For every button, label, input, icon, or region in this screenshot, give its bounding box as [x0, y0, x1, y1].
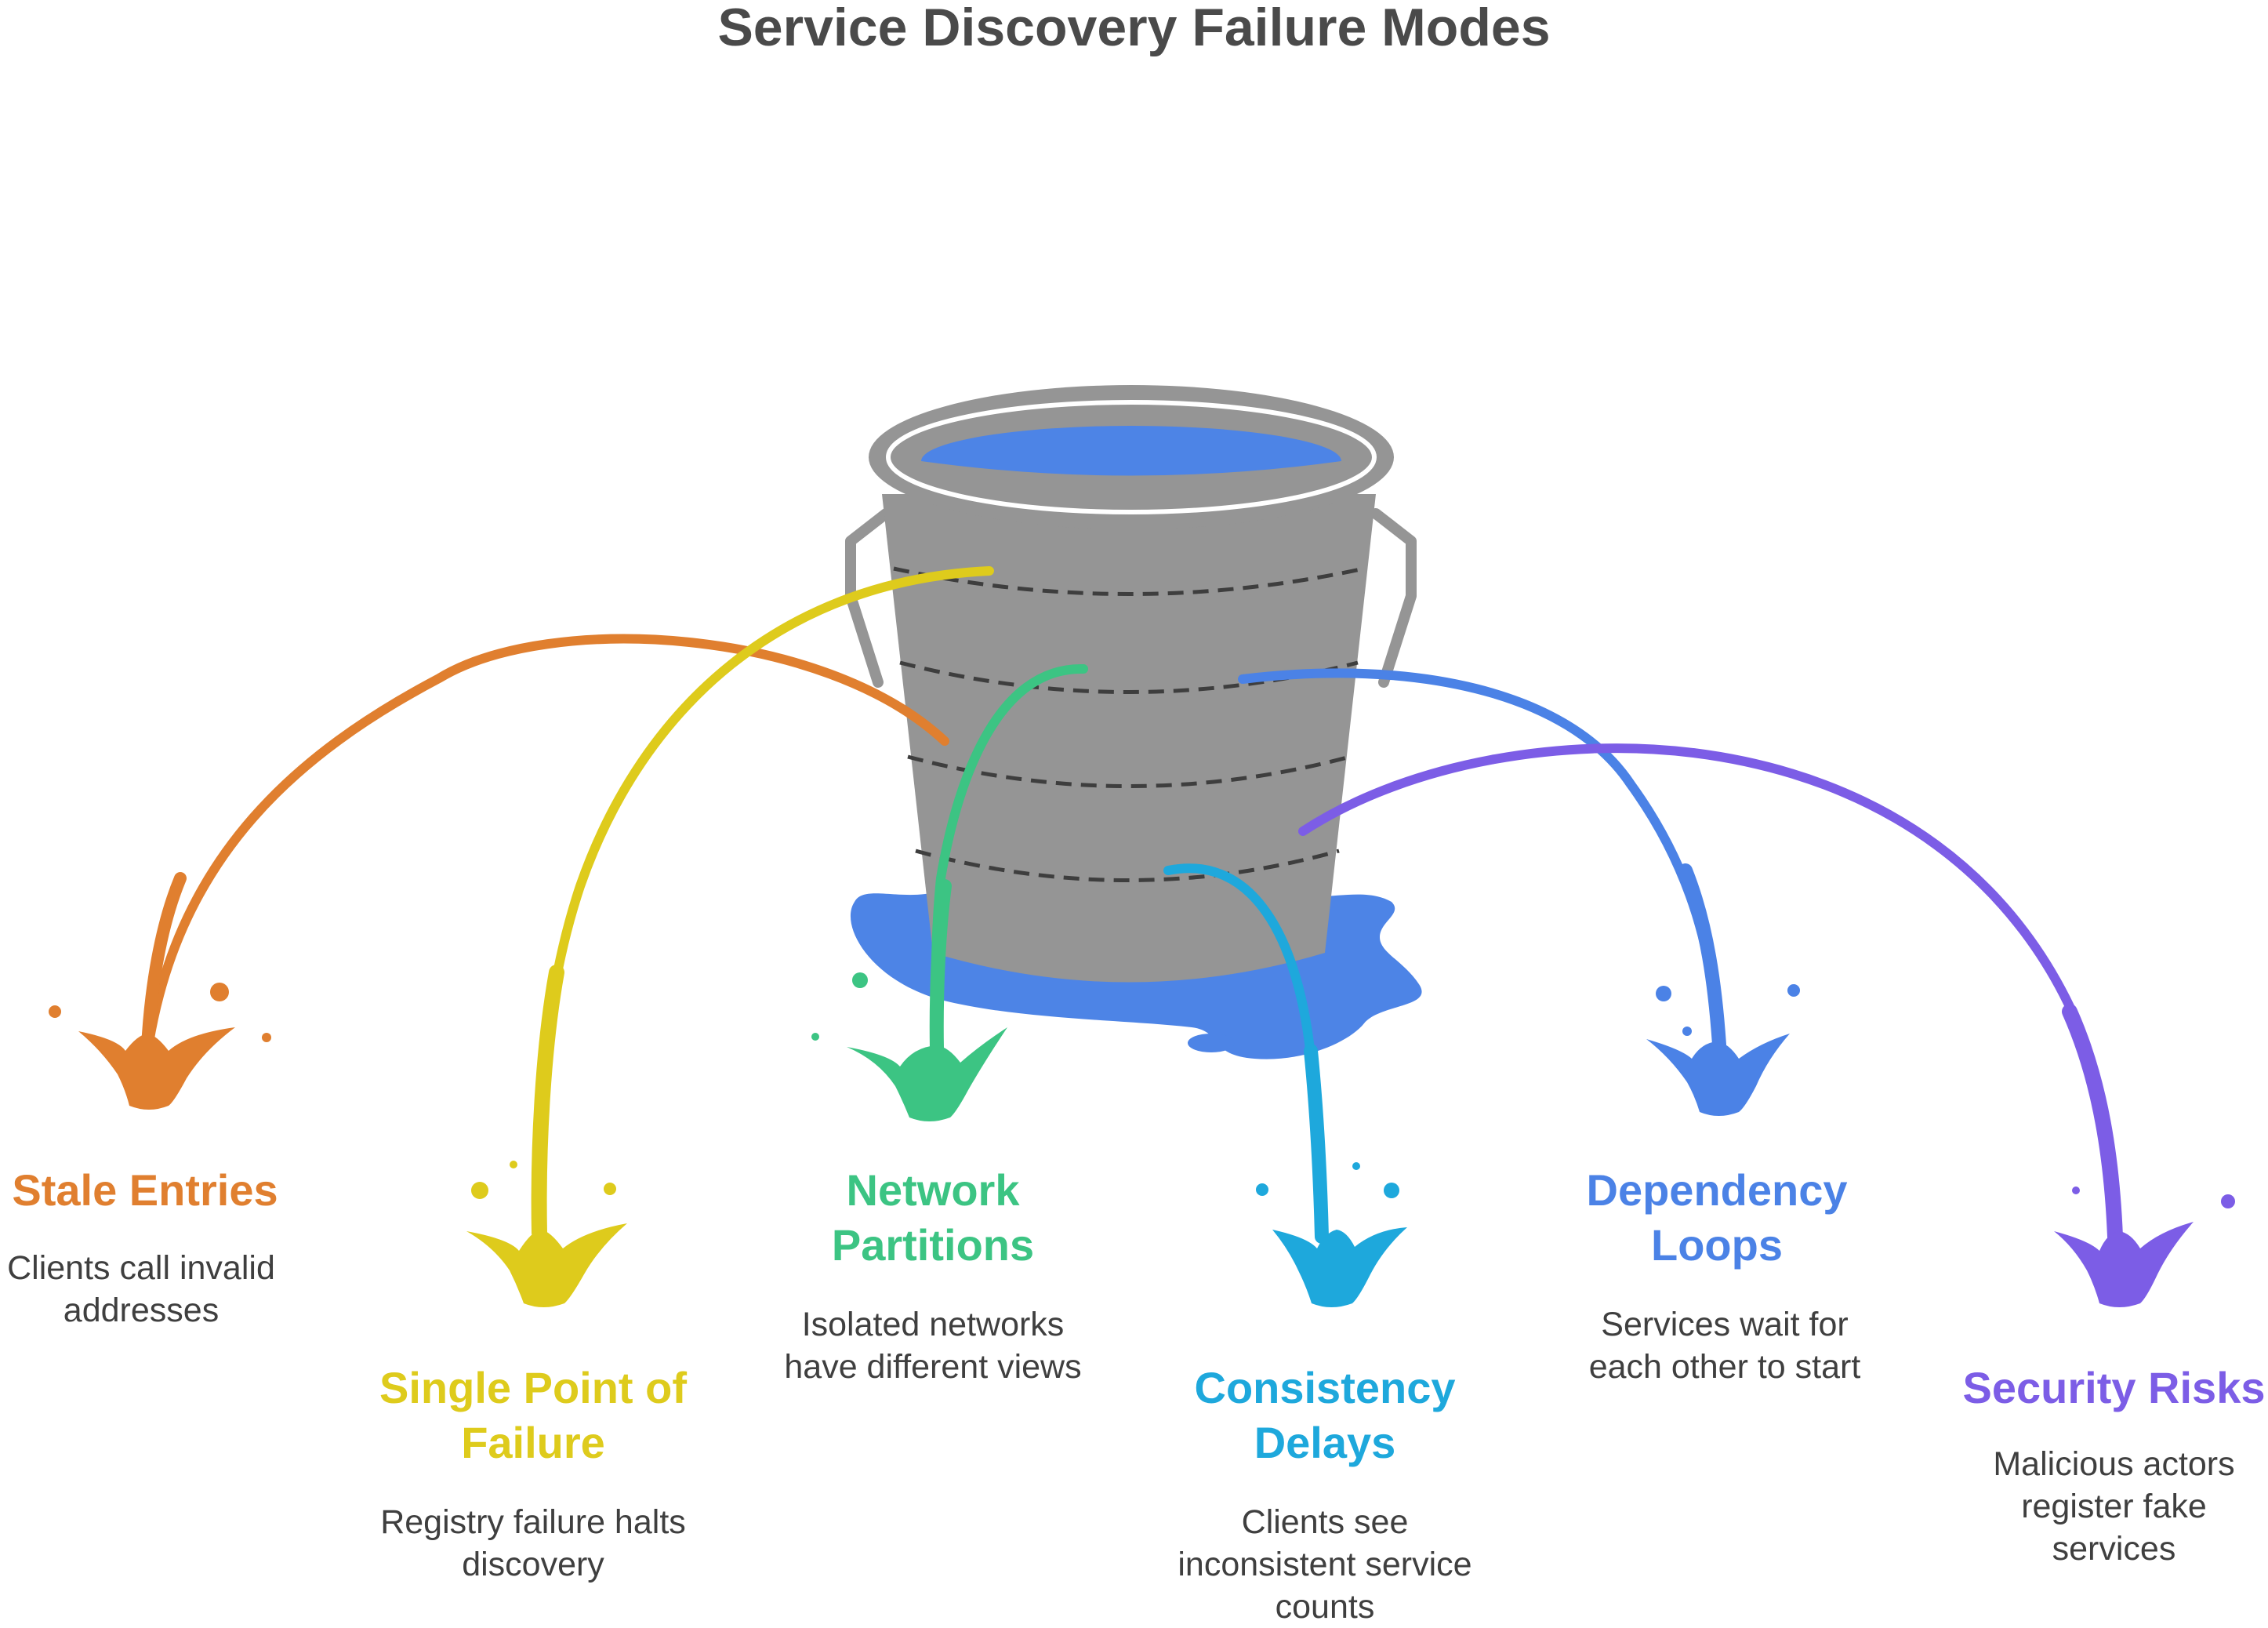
desc-stale-entries: Clients call invalid addresses [0, 1247, 282, 1332]
splash-security [2054, 1186, 2235, 1307]
leak-stream-network-tail [929, 879, 952, 1056]
label-dependency-line2: Loops [1651, 1220, 1783, 1270]
desc-dependency-line1: Services wait for [1601, 1306, 1849, 1343]
leak-stream-stale-entries-tail [141, 872, 187, 1053]
desc-network-line1: Isolated networks [801, 1306, 1065, 1343]
page-title: Service Discovery Failure Modes [717, 0, 1551, 57]
desc-single-point-line2: discovery [462, 1546, 604, 1583]
bucket-handle-right [1370, 508, 1417, 688]
leak-stream-stale-entries [144, 634, 949, 1048]
desc-network-line2: have different views [784, 1348, 1082, 1386]
leak-stream-consistency-tail [1304, 1044, 1329, 1244]
bucket-handle-left [845, 508, 891, 688]
leak-stream-security-tail [2062, 1004, 2123, 1245]
bucket-body [882, 494, 1376, 983]
splash-single-point [466, 1161, 627, 1307]
desc-security-line1: Malicious actors [1993, 1445, 2235, 1483]
splash-stale-entries [49, 983, 271, 1110]
desc-stale-entries-line2: addresses [63, 1292, 220, 1329]
desc-dependency-line2: each other to start [1588, 1348, 1861, 1386]
label-consistency-delays: Consistency Delays [1160, 1361, 1490, 1470]
desc-security-risks: Malicious actors register fake services [1976, 1443, 2252, 1570]
desc-stale-entries-line1: Clients call invalid [7, 1249, 275, 1287]
label-single-point-line2: Failure [461, 1418, 605, 1467]
desc-single-point: Registry failure halts discovery [345, 1501, 721, 1586]
leak-stream-dependency-tail [1678, 863, 1726, 1052]
label-consistency-line2: Delays [1254, 1418, 1396, 1467]
label-stale-entries-line1: Stale Entries [12, 1165, 278, 1215]
label-security-risks: Security Risks [1960, 1361, 2268, 1415]
leak-stream-single-point-tail [531, 965, 564, 1241]
label-network-partitions: Network Partitions [776, 1163, 1090, 1273]
desc-single-point-line1: Registry failure halts [380, 1503, 686, 1541]
bucket-water [921, 426, 1341, 476]
label-stale-entries: Stale Entries [0, 1163, 290, 1218]
desc-dependency-loops: Services wait for each other to start [1560, 1303, 1889, 1388]
splash-network [811, 972, 1007, 1121]
label-network-line2: Partitions [831, 1220, 1035, 1270]
label-consistency-line1: Consistency [1194, 1363, 1456, 1412]
splash-dependency [1646, 984, 1800, 1116]
desc-consistency-line3: counts [1275, 1588, 1375, 1626]
label-single-point-line1: Single Point of [379, 1363, 687, 1412]
desc-security-line3: services [2052, 1530, 2176, 1568]
desc-consistency-line2: inconsistent service [1178, 1546, 1472, 1583]
label-security-line1: Security Risks [1962, 1363, 2266, 1412]
splash-consistency [1256, 1162, 1407, 1307]
desc-security-line2: register fake [2021, 1488, 2207, 1525]
label-dependency-loops: Dependency Loops [1560, 1163, 1874, 1273]
label-dependency-line1: Dependency [1586, 1165, 1848, 1215]
desc-network-partitions: Isolated networks have different views [760, 1303, 1105, 1388]
water-drop [1188, 1034, 1235, 1052]
desc-consistency-delays: Clients see inconsistent service counts [1152, 1501, 1497, 1628]
desc-consistency-line1: Clients see [1241, 1503, 1409, 1541]
label-single-point: Single Point of Failure [345, 1361, 721, 1470]
label-network-line1: Network [846, 1165, 1020, 1215]
